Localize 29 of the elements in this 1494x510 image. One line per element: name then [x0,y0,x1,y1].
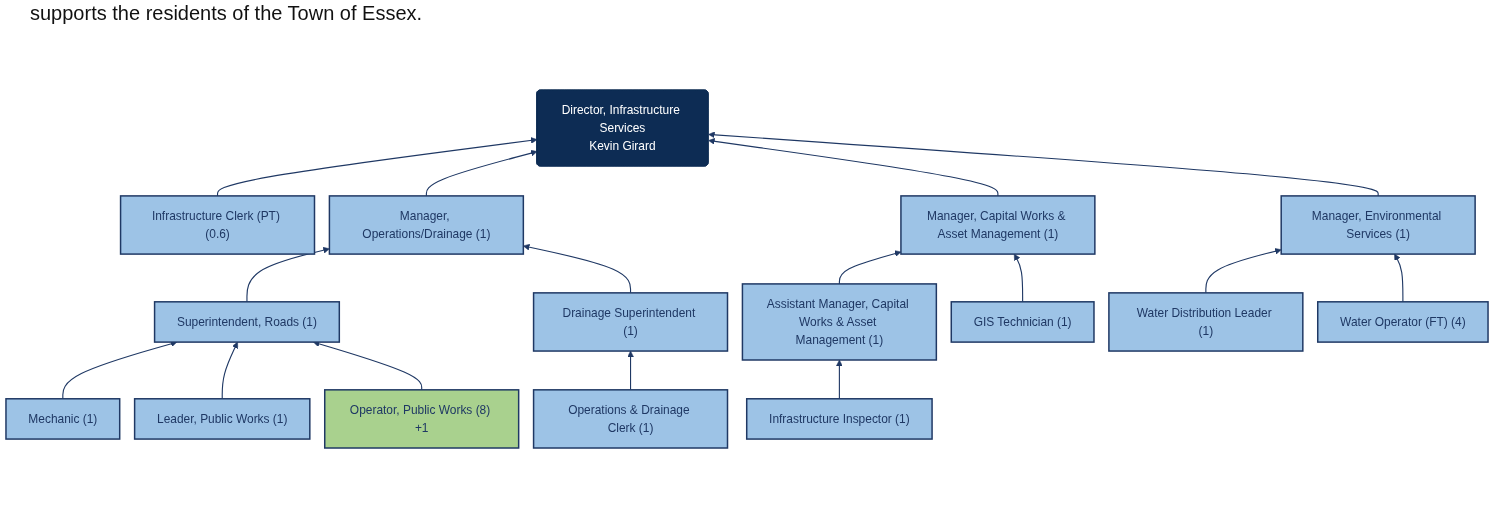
node-box: GIS Technician (1) [950,301,1095,343]
arrow [425,149,538,197]
node-box: Manager, Capital Works & Asset Management (1) [900,195,1096,255]
arrow [838,250,902,285]
arrow [836,359,843,400]
node-box: Superintendent, Roads (1) [153,301,341,343]
node-box: Operations & Drainage Clerk (1) [532,389,729,449]
node-box: Infrastructure Clerk (PT) (0.6) [119,195,316,255]
node-box: Infrastructure Inspector (1) [745,398,933,440]
arrow [221,341,238,400]
node-box: Operator, Public Works (8) +1 [324,389,520,449]
arrow [627,350,634,391]
node-box: Assistant Manager, Capital Works & Asset Management (1) [741,283,938,361]
node-box: Water Distribution Leader (1) [1108,292,1304,352]
node-box: Leader, Public Works (1) [133,398,311,440]
node-box: Drainage Superintendent (1) [532,292,729,352]
arrow [708,138,999,197]
arrow [1394,253,1404,303]
node-box: Water Operator (FT) (4) [1317,301,1489,343]
arrow [1013,253,1024,303]
arrow [523,243,632,294]
arrow [246,247,330,303]
node-box: Manager, Environmental Services (1) [1280,195,1476,255]
arrow [217,137,538,197]
note-text: supports the residents of the Town of Essex. [30,2,423,25]
arrow [1205,248,1282,294]
arrow [708,131,1379,197]
node-box: Mechanic (1) [5,398,121,440]
node-box: Manager, Operations/Drainage (1) [328,195,525,255]
